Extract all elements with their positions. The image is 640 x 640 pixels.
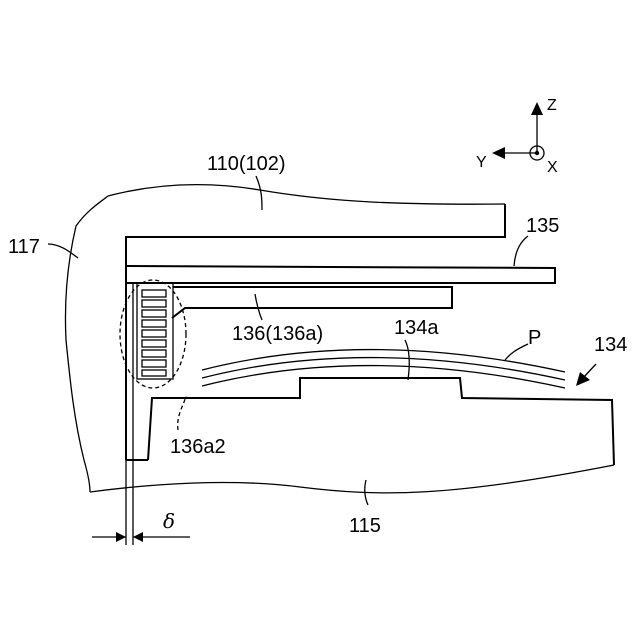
guide-136 xyxy=(172,287,452,318)
label-136a2: 136a2 xyxy=(170,436,226,458)
axis-label-x: X xyxy=(547,159,558,176)
arrow-134-head xyxy=(576,372,590,386)
leader-134a xyxy=(405,340,409,380)
axis-label-z: Z xyxy=(547,97,557,114)
axis-label-y: Y xyxy=(476,154,487,171)
leader-P xyxy=(505,344,528,360)
left-wall-117 xyxy=(65,196,108,492)
upper-frame-110-top xyxy=(108,185,505,205)
gap-indicator xyxy=(92,460,190,545)
label-P: P xyxy=(528,327,541,349)
label-136: 136(136a) xyxy=(232,323,323,345)
x-axis-dot xyxy=(535,151,539,155)
base-115-bottom xyxy=(90,465,614,493)
label-110: 110(102) xyxy=(207,153,286,175)
label-134a: 134a xyxy=(394,317,439,339)
fin-highlight-ellipse xyxy=(120,280,186,388)
top-plate-135 xyxy=(126,266,555,283)
label-delta: δ xyxy=(163,509,175,533)
label-117: 117 xyxy=(8,236,40,258)
arrow-134 xyxy=(583,364,596,378)
y-arrow-head xyxy=(492,147,505,159)
fin-stack-136a2 xyxy=(137,283,173,379)
leader-117 xyxy=(48,244,78,258)
leader-136a2 xyxy=(178,396,186,430)
leader-135 xyxy=(514,236,528,266)
label-134: 134 xyxy=(594,334,627,356)
label-135: 135 xyxy=(526,215,559,237)
label-115: 115 xyxy=(349,515,381,537)
coordinate-axes xyxy=(492,102,544,160)
leader-110 xyxy=(256,176,262,210)
z-arrow-head xyxy=(531,102,543,115)
